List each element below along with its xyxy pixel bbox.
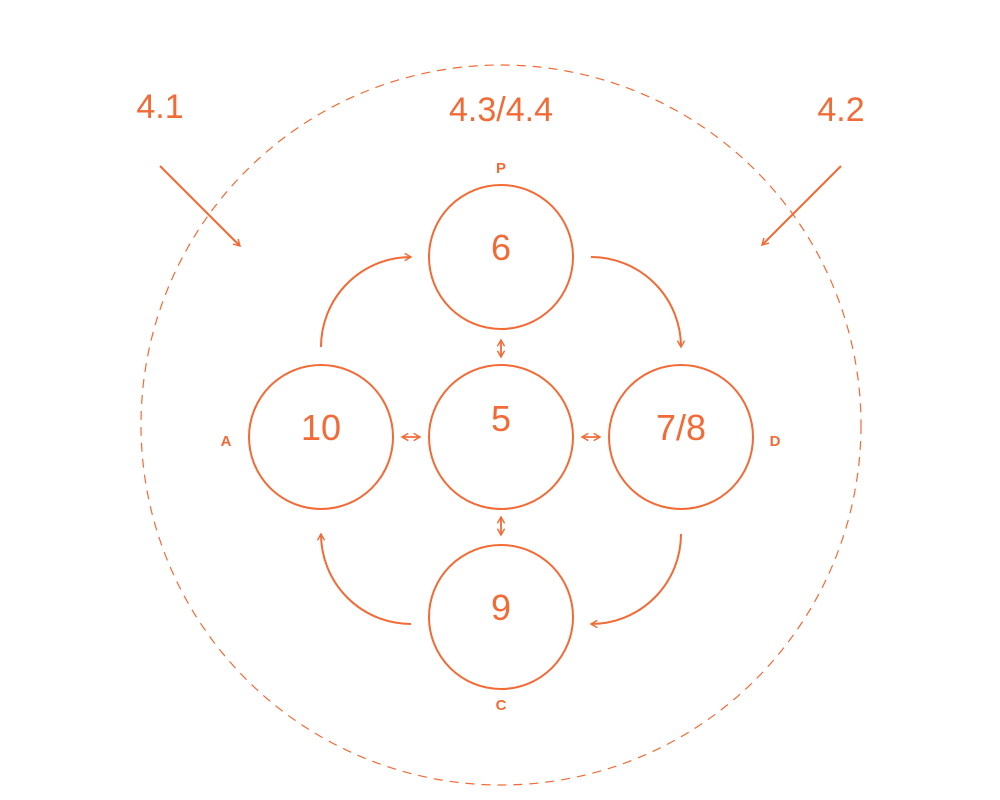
node-circle-top: [428, 184, 574, 330]
axis-letter-right: D: [770, 433, 781, 450]
cycle-arrow-bottom-to-left: [316, 532, 412, 625]
axis-letter-left: A: [221, 433, 232, 450]
node-label-bottom: 9: [491, 587, 511, 628]
section-label-right: 4.2: [817, 91, 864, 129]
cycle-arrow-left-to-top: [320, 252, 413, 348]
node-label-left: 10: [301, 407, 341, 448]
cycle-arrow-right-to-bottom: [589, 533, 682, 629]
node-label-center: 5: [491, 398, 511, 439]
axis-letter-bottom: C: [496, 697, 507, 714]
section-label-left: 4.1: [136, 88, 183, 126]
axis-letter-top: P: [496, 160, 506, 177]
node-circle-right: [608, 364, 754, 510]
outer-boundary-circle: [140, 64, 862, 786]
entry-arrow-left: [159, 165, 242, 248]
node-label-right: 7/8: [656, 407, 706, 448]
entry-arrow-right: [760, 165, 842, 247]
section-label-center: 4.3/4.4: [449, 91, 553, 129]
node-label-top: 6: [491, 227, 511, 268]
node-circle-center: [428, 364, 574, 510]
node-circle-bottom: [428, 544, 574, 690]
cycle-arrow-top-to-right: [590, 256, 686, 349]
node-circle-left: [248, 364, 394, 510]
